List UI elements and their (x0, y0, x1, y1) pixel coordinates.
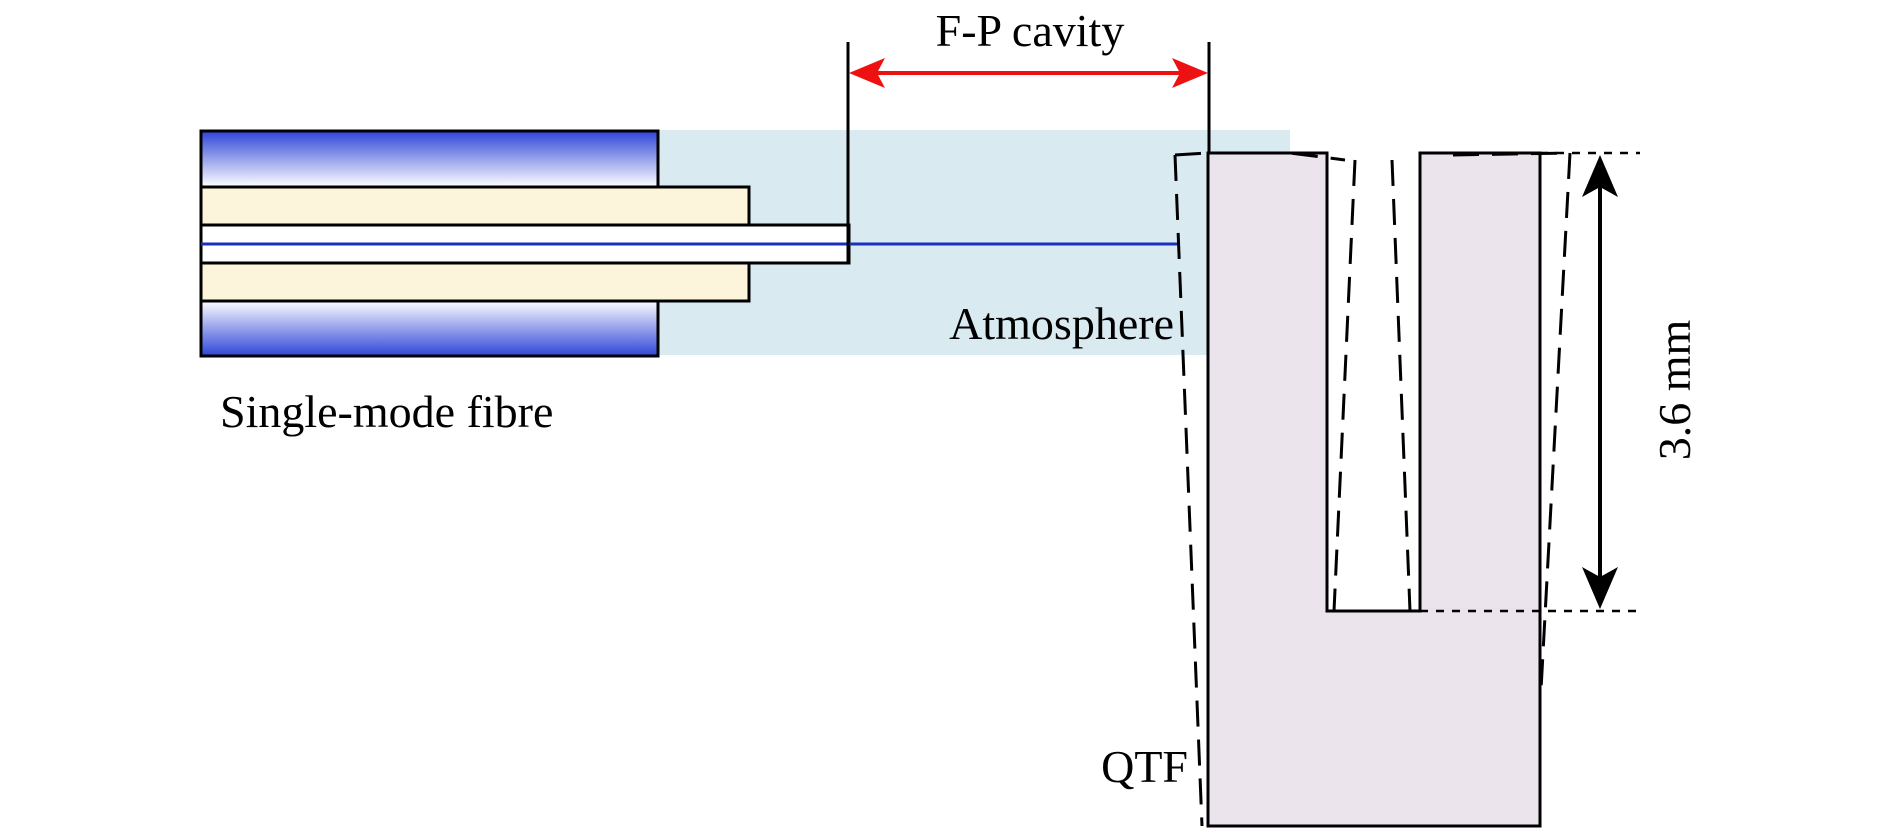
cavity-arrowhead-left (849, 58, 885, 88)
fibre-buffer-top (199, 185, 751, 227)
depth-dimension (1420, 151, 1640, 613)
qtf-body (1206, 151, 1542, 828)
fibre-buffer-bottom (199, 261, 751, 303)
fibre-jacket-top (199, 129, 660, 189)
cavity-arrow (849, 58, 1208, 88)
fp-cavity-label: F-P cavity (936, 5, 1125, 56)
fibre-jacket-bottom (199, 298, 660, 358)
depth-label: 3.6 mm (1649, 320, 1700, 461)
depth-arrowhead-top (1582, 155, 1618, 197)
single-mode-fibre-label: Single-mode fibre (220, 386, 553, 437)
qtf-vibration-outline (1173, 151, 1572, 827)
single-mode-fibre (199, 129, 1180, 358)
atmosphere-label: Atmosphere (949, 298, 1174, 349)
depth-arrowhead-bottom (1582, 567, 1618, 609)
qtf-label: QTF (1101, 741, 1188, 792)
cavity-arrowhead-right (1172, 58, 1208, 88)
